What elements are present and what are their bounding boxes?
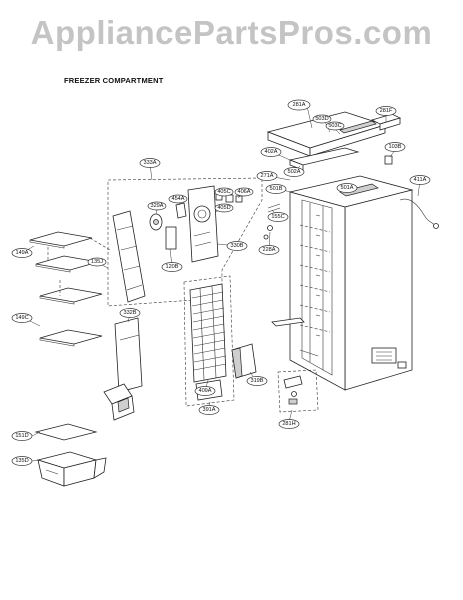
callout-135j: 135J	[87, 257, 107, 267]
fan-shroud-part	[187, 185, 219, 263]
callout-label: 409A	[198, 388, 211, 394]
callout-label: 319B	[250, 378, 263, 384]
callout-label: 333A	[143, 160, 156, 166]
callout-label: 271A	[260, 173, 273, 179]
damper-part	[283, 375, 303, 405]
assembly-boundary-333a	[107, 177, 263, 307]
callout-label: 502A	[287, 169, 300, 175]
callout-label: 155C	[271, 214, 284, 220]
callout-label: 151D	[15, 433, 28, 439]
freezer-cabinet	[271, 175, 414, 391]
callout-405c: 405C	[214, 187, 234, 197]
wire-harness-part	[399, 198, 437, 227]
callout-503c: 503C	[325, 121, 345, 131]
callout-402a: 402A	[260, 147, 282, 157]
diagram-heading: FREEZER COMPARTMENT	[64, 76, 164, 85]
callout-281h: 281H	[278, 419, 300, 429]
rear-cover-plate-part	[114, 317, 143, 393]
callout-405d: 405D	[214, 203, 234, 213]
callout-502a: 502A	[283, 167, 305, 177]
callout-label: 120B	[165, 264, 178, 270]
callout-149c: 149C	[11, 313, 33, 323]
shelf-lower-2	[39, 329, 103, 347]
callout-label: 330B	[230, 243, 243, 249]
callout-271a: 271A	[256, 171, 278, 181]
callout-330b: 330B	[226, 241, 248, 251]
callout-label: 501B	[269, 186, 282, 192]
callout-label: 149A	[15, 250, 28, 256]
callout-label: 405C	[217, 189, 230, 195]
callout-281a: 281A	[287, 99, 311, 111]
evaporator-coil-part	[189, 283, 227, 383]
callout-label: 281F	[380, 108, 393, 114]
callout-151d: 151D	[11, 431, 33, 441]
callout-503d: 503D	[312, 114, 332, 124]
callout-label: 135J	[91, 259, 103, 265]
callout-label: 281A	[292, 102, 305, 108]
callout-103b: 103B	[384, 142, 406, 152]
callout-label: 405D	[217, 205, 230, 211]
callout-label: 402A	[264, 149, 277, 155]
callout-label: 411A	[414, 177, 427, 183]
shelf-guide-lines	[47, 237, 111, 296]
callout-label: 503D	[315, 116, 328, 122]
callout-501a: 501A	[336, 183, 358, 193]
ice-chute-part	[103, 383, 135, 421]
callout-120b: 120B	[161, 262, 183, 272]
vent-grille-part	[371, 347, 397, 364]
callout-333a: 333A	[139, 158, 161, 168]
callout-label: 406A	[237, 189, 250, 195]
callout-label: 329A	[150, 203, 163, 209]
callout-409a: 409A	[194, 386, 216, 396]
evaporator-cover-part	[112, 210, 146, 303]
watermark-text: AppliancePartsPros.com	[30, 14, 433, 51]
callout-label: 501A	[340, 185, 353, 191]
callout-454a: 454A	[168, 194, 188, 204]
ice-maker-part	[231, 343, 257, 379]
callout-label: 391A	[202, 407, 215, 413]
callout-label: 135D	[15, 458, 28, 464]
callout-332b: 332B	[119, 308, 141, 318]
duct-plate-part	[165, 226, 177, 250]
callout-label: 149C	[15, 315, 28, 321]
callout-281f: 281F	[375, 106, 397, 116]
callout-label: 332B	[123, 310, 136, 316]
callout-319b: 319B	[246, 376, 268, 386]
callout-391a: 391A	[198, 405, 220, 415]
fan-motor-part	[175, 202, 187, 219]
callout-501b: 501B	[265, 184, 287, 194]
callout-135d: 135D	[11, 456, 33, 466]
ice-bin-part	[36, 451, 107, 487]
shelf-lower-1	[39, 287, 103, 305]
ice-bin-lid-part	[34, 423, 98, 441]
callout-label: 103B	[388, 144, 401, 150]
callout-329a: 329A	[147, 201, 167, 211]
callout-411a: 411A	[409, 175, 431, 185]
assembly-boundary-391a	[183, 275, 235, 407]
callout-label: 454A	[171, 196, 184, 202]
callout-406a: 406A	[234, 187, 254, 197]
callout-label: 503C	[328, 123, 341, 129]
small-fasteners	[263, 203, 281, 240]
top-cover-part	[266, 111, 387, 157]
clip-part	[384, 155, 393, 165]
callout-label: 281H	[282, 421, 295, 427]
assembly-boundary-281h	[277, 369, 319, 413]
callout-149a: 149A	[11, 248, 33, 258]
callout-228a: 228A	[258, 245, 280, 255]
callout-label: 228A	[262, 247, 275, 253]
callout-155c: 155C	[267, 212, 289, 222]
shelf-upper-1	[29, 231, 93, 249]
